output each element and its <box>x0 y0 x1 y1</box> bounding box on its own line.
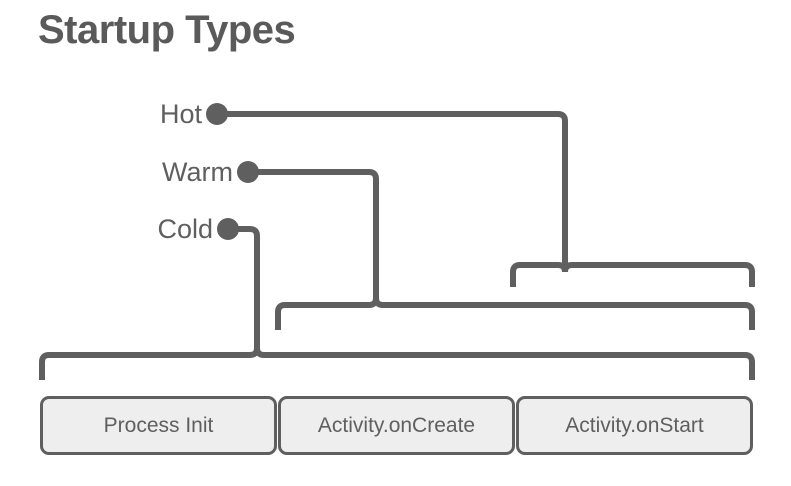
warm-start-dot-icon <box>237 161 259 183</box>
hot-connector <box>217 111 755 287</box>
cold-connector <box>39 226 755 380</box>
stage-box-label: Activity.onStart <box>565 413 704 437</box>
stage-box-label: Activity.onCreate <box>317 413 476 437</box>
stage-box-activity-onstart[interactable]: Activity.onStart <box>516 396 753 455</box>
hot-start-dot-icon <box>206 103 228 125</box>
row-label-cold: Cold <box>157 214 213 244</box>
cold-start-dot-icon <box>217 218 239 240</box>
stage-box-label: Process Init <box>103 413 214 437</box>
row-label-hot: Hot <box>159 99 202 129</box>
stage-box-activity-oncreate[interactable]: Activity.onCreate <box>278 396 515 455</box>
row-label-warm: Warm <box>162 157 233 187</box>
page-title: Startup Types <box>38 8 296 52</box>
stage-box-process-init[interactable]: Process Init <box>40 396 277 455</box>
warm-connector <box>248 169 755 330</box>
